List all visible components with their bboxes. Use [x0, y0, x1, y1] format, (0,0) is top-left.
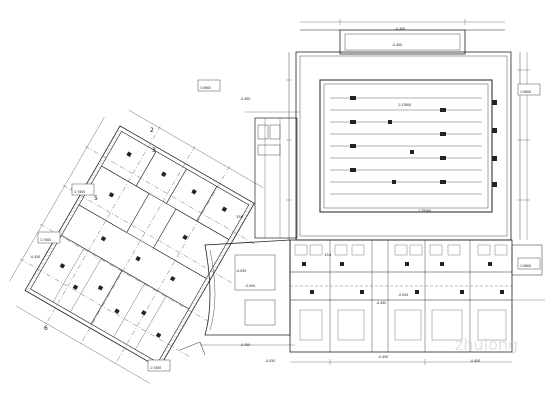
- lobby-outline: [204, 239, 291, 336]
- lower-right-level: -0.450: [376, 301, 386, 305]
- tag-right-lower: 1:5600: [520, 264, 531, 268]
- grid-label-6: 6: [44, 325, 48, 332]
- wing-fixtures: [59, 151, 228, 338]
- lobby-level-2: -0.050: [245, 284, 255, 288]
- pool-tag: 1:17600: [398, 103, 411, 107]
- pool-basin-gutter: [323, 83, 489, 209]
- wing-top-level: -0.450: [240, 97, 250, 101]
- tag-left-wing: 1:7400: [74, 190, 85, 194]
- bottom-level-a: -0.050: [265, 359, 275, 363]
- grid-label-2: 2: [150, 127, 154, 134]
- lower-room-level: -0.050: [398, 293, 408, 297]
- ne-corner-level: -0.450: [395, 27, 405, 31]
- room-154: 154: [324, 252, 332, 257]
- connector-block: [254, 117, 298, 239]
- pool-hall: [286, 19, 530, 241]
- central-lobby: [179, 239, 295, 356]
- grid-label-3: 3: [152, 147, 156, 154]
- pool-bottom-tag: 1:75500: [418, 209, 431, 213]
- pool-top-level: -0.400: [392, 43, 402, 47]
- pool-top-block: [339, 29, 466, 55]
- bottom-level-c: -0.450: [240, 343, 250, 347]
- lobby-level: -0.050: [236, 269, 246, 273]
- connector-zone: [245, 111, 300, 239]
- grid-bubbles: 2 3 5 6: [44, 127, 156, 332]
- tag-left-lower: 1:7400: [40, 238, 51, 242]
- pool-top-inner: [344, 33, 461, 51]
- tag-right-upper: 1:5600: [520, 90, 531, 94]
- tag-bottom-left: 1:7400: [150, 366, 161, 370]
- angled-wing: [9, 110, 264, 384]
- bottom-level-b: -0.450: [470, 359, 480, 363]
- lower-block: [289, 239, 545, 365]
- grid-label-5: 5: [94, 195, 98, 202]
- legend-tag-boxes: [37, 79, 541, 372]
- wing-axis-lines: [20, 126, 255, 366]
- pool-basin: [319, 79, 493, 213]
- lower-block-outline: [289, 239, 513, 353]
- pool-fixtures: [350, 96, 497, 187]
- pool-hall-inner-wall: [299, 55, 508, 237]
- watermark: zhulong: [455, 335, 518, 354]
- room-150: 150: [236, 214, 244, 219]
- left-low-level: -0.450: [30, 255, 40, 259]
- bottom-center-level: -0.450: [378, 355, 388, 359]
- lower-block-fixtures: [302, 262, 504, 294]
- tag-upper-wing: 1:5600: [200, 86, 211, 90]
